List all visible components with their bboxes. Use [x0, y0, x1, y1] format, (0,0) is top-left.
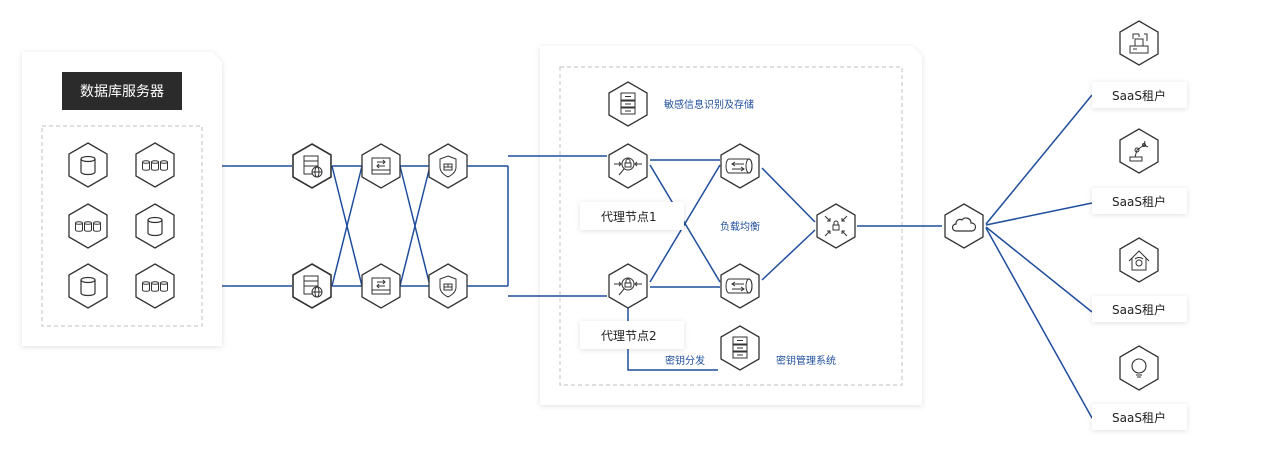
tenant-2-hex[interactable]	[1119, 128, 1159, 174]
proxy-node-2-tag: 代理节点2	[580, 321, 684, 349]
tenant-4-label: SaaS租户	[1112, 410, 1166, 425]
key-management-label: 密钥管理系统	[776, 354, 836, 367]
database-icon	[80, 276, 96, 297]
load-balancer-icon	[725, 278, 753, 294]
db-hex-3[interactable]	[68, 203, 108, 249]
factory-icon	[1129, 33, 1149, 54]
proxy-connection-lines	[540, 155, 922, 371]
storage-icon	[732, 336, 748, 359]
database-cluster-icon	[142, 281, 168, 292]
switch-hex-1[interactable]	[361, 143, 401, 189]
cloud-icon	[951, 217, 977, 232]
proxy-lock-icon	[614, 277, 642, 296]
load-balancer-icon	[725, 158, 753, 174]
secure-gateway-hex[interactable]	[816, 203, 856, 249]
shield-icon	[439, 275, 457, 298]
web-server-icon	[303, 275, 323, 298]
web-server-hex-2[interactable]	[292, 263, 332, 309]
database-icon	[80, 155, 96, 176]
switch-hex-2[interactable]	[361, 263, 401, 309]
firewall-hex-1[interactable]	[428, 143, 468, 189]
gateway-lock-icon	[824, 215, 848, 237]
key-management-hex[interactable]	[720, 325, 760, 371]
database-title: 数据库服务器	[80, 84, 164, 100]
db-hex-5[interactable]	[68, 263, 108, 309]
tenant-1-label: SaaS租户	[1112, 88, 1166, 103]
proxy-node-1-hex[interactable]	[608, 143, 648, 189]
tenant-2-tag[interactable]: SaaS租户	[1092, 188, 1187, 214]
database-icon	[147, 216, 163, 237]
robot-arm-icon	[1129, 140, 1149, 162]
proxy-node-1-tag: 代理节点1	[580, 202, 684, 230]
tenant-2-label: SaaS租户	[1112, 194, 1166, 209]
web-server-icon	[303, 155, 323, 178]
storage-icon	[620, 92, 636, 115]
load-balance-label: 负载均衡	[720, 220, 760, 233]
shield-icon	[439, 155, 457, 178]
cloud-hex[interactable]	[944, 203, 984, 249]
firewall-hex-2[interactable]	[428, 263, 468, 309]
sensitive-label: 敏感信息识别及存储	[664, 98, 754, 111]
proxy-lock-icon	[614, 157, 642, 176]
proxy-node-2-label: 代理节点2	[601, 329, 657, 343]
db-hex-6[interactable]	[135, 263, 175, 309]
tenant-1-hex[interactable]	[1119, 20, 1159, 66]
load-balancer-hex-1[interactable]	[720, 143, 760, 189]
web-server-hex-1[interactable]	[292, 143, 332, 189]
proxy-node-1-label: 代理节点1	[601, 210, 657, 224]
switch-icon	[371, 157, 391, 175]
database-cluster-icon	[75, 221, 101, 232]
db-hex-4[interactable]	[135, 203, 175, 249]
db-hex-1[interactable]	[68, 142, 108, 188]
database-group-dashed	[41, 125, 203, 327]
tenant-3-hex[interactable]	[1119, 237, 1159, 283]
database-cluster-icon	[142, 160, 168, 171]
tenant-3-label: SaaS租户	[1112, 302, 1166, 317]
tenant-4-hex[interactable]	[1119, 345, 1159, 391]
database-title-bg	[62, 72, 182, 110]
smart-home-icon	[1128, 250, 1150, 271]
database-server-panel: 数据库服务器	[22, 52, 222, 346]
db-hex-2[interactable]	[135, 142, 175, 188]
tenant-3-tag[interactable]: SaaS租户	[1092, 296, 1187, 322]
sensitive-storage-hex[interactable]	[608, 81, 648, 127]
key-distribution-label: 密钥分发	[665, 354, 705, 367]
tenant-4-tag[interactable]: SaaS租户	[1092, 404, 1187, 430]
proxy-node-2-hex[interactable]	[608, 263, 648, 309]
switch-icon	[371, 277, 391, 295]
load-balancer-hex-2[interactable]	[720, 263, 760, 309]
tenant-1-tag[interactable]: SaaS租户	[1092, 82, 1187, 108]
lightbulb-icon	[1131, 358, 1147, 378]
